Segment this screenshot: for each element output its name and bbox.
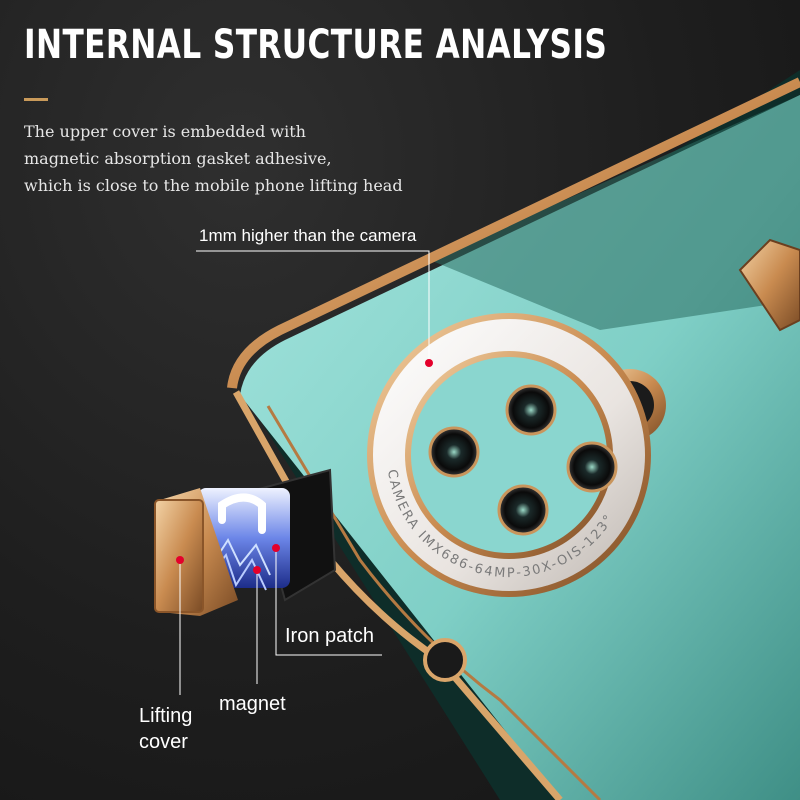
description: The upper cover is embedded with magneti… bbox=[24, 118, 484, 199]
side-port bbox=[423, 638, 467, 682]
lifting-cover-label-line: Lifting bbox=[139, 705, 193, 727]
description-line: which is close to the mobile phone lifti… bbox=[24, 176, 403, 195]
iron-leader bbox=[275, 548, 382, 656]
callout-lines bbox=[179, 250, 430, 695]
page-title: INTERNAL STRUCTURE ANALYSIS bbox=[24, 22, 608, 68]
magnet-label: magnet bbox=[219, 693, 286, 715]
camera-leader bbox=[196, 250, 430, 362]
lifting-cover-label: Lifting cover bbox=[139, 703, 192, 755]
ring-stand bbox=[738, 238, 800, 332]
camera-plate bbox=[411, 357, 607, 553]
lifting-cover-face bbox=[154, 499, 204, 613]
camera-lenses bbox=[428, 384, 618, 536]
gold-trim bbox=[227, 77, 800, 389]
lifting-cover-label-line: cover bbox=[139, 731, 188, 753]
iron-marker bbox=[272, 544, 280, 552]
description-line: magnetic absorption gasket adhesive, bbox=[24, 149, 332, 168]
lifting-marker bbox=[176, 556, 184, 564]
description-line: The upper cover is embedded with bbox=[24, 122, 306, 141]
camera-marker bbox=[425, 359, 433, 367]
gold-trim-inner bbox=[266, 405, 602, 800]
magnet-marker bbox=[253, 566, 261, 574]
magnet-u bbox=[218, 493, 266, 534]
camera-callout-label: 1mm higher than the camera bbox=[199, 226, 417, 245]
lifting-cover-module bbox=[154, 468, 337, 616]
accent-bar bbox=[24, 98, 48, 101]
iron-patch-label: Iron patch bbox=[285, 625, 374, 647]
callout-markers bbox=[176, 359, 433, 574]
phone-back-shade bbox=[430, 95, 800, 330]
